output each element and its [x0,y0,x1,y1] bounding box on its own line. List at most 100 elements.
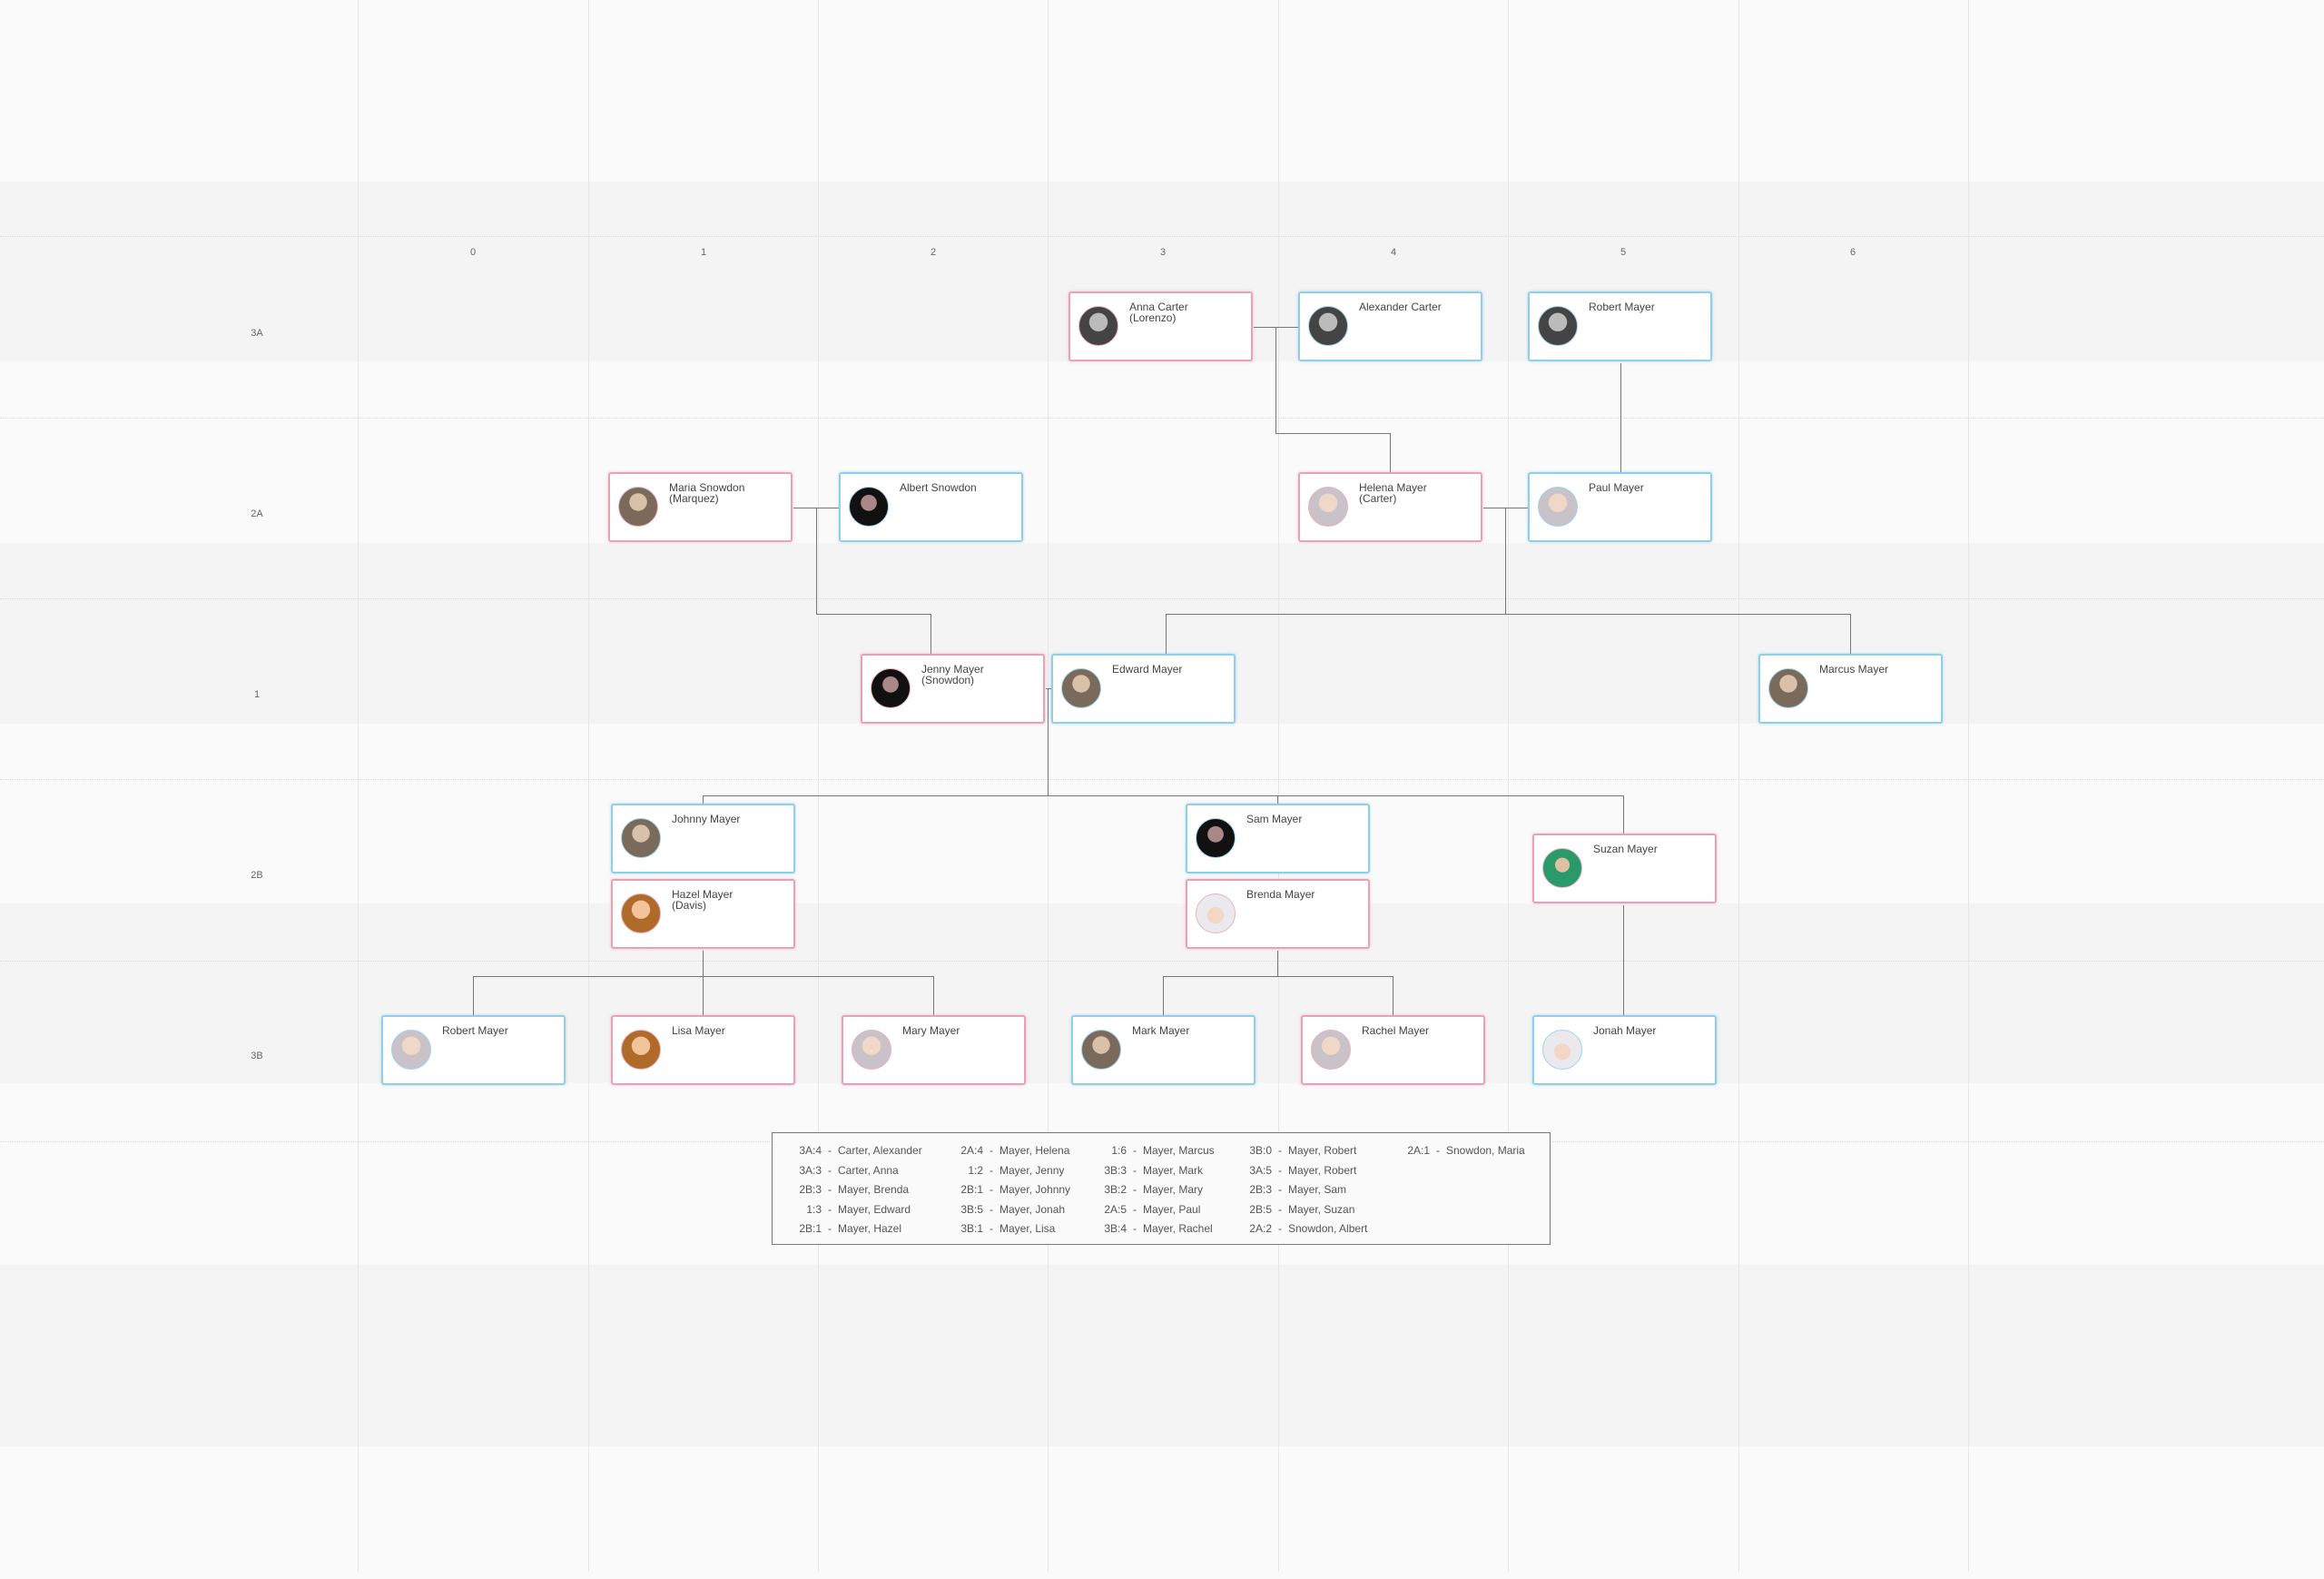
avatar [1308,306,1348,346]
column-header: 1 [700,247,707,258]
person-name: Brenda Mayer [1246,888,1315,901]
grid-line [0,236,2324,237]
person-card[interactable]: Mark Mayer [1071,1015,1256,1085]
row-header: 3A [251,328,263,339]
descent-connector [816,508,817,614]
descent-connector [703,951,704,1015]
legend-entry: 2B:1-Mayer, Hazel [799,1222,902,1235]
person-name: Marcus Mayer [1819,663,1889,676]
avatar [1308,487,1348,527]
column-header: 6 [1849,247,1856,258]
legend-entry: 2A:5-Mayer, Paul [1104,1202,1201,1216]
descent-connector [1163,976,1164,1015]
grid-line [1278,0,1279,1572]
legend-column: 3A:4-Carter, Alexander 3A:3-Carter, Anna… [785,1144,921,1242]
person-card[interactable]: Robert Mayer [381,1015,566,1085]
descent-connector [1277,951,1278,976]
person-card[interactable]: Paul Mayer [1528,472,1712,542]
person-name: Sam Mayer [1246,813,1303,825]
avatar [1196,893,1236,933]
descent-connector [1275,327,1276,433]
grid-line [0,598,2324,599]
person-name: Jonah Mayer [1593,1024,1657,1037]
row-header: 2A [251,508,263,519]
row-header: 1 [253,689,261,700]
column-header: 3 [1159,247,1167,258]
grid-line [1738,0,1739,1572]
person-card[interactable]: Brenda Mayer [1186,879,1370,949]
avatar [1078,306,1118,346]
person-name: Johnny Mayer [672,813,741,825]
person-card[interactable]: Robert Mayer [1528,291,1712,361]
person-card[interactable]: Alexander Carter [1298,291,1482,361]
avatar [1311,1030,1351,1070]
row-header: 3B [251,1051,263,1061]
legend-entry: 2B:3-Mayer, Sam [1249,1183,1347,1196]
column-header: 4 [1390,247,1397,258]
legend-entry: 1:3-Mayer, Edward [806,1202,911,1216]
legend-entry: 3B:1-Mayer, Lisa [960,1222,1056,1235]
person-card[interactable]: Sam Mayer [1186,804,1370,873]
person-card[interactable]: Jenny Mayer(Snowdon) [861,654,1045,724]
person-card[interactable]: Lisa Mayer [611,1015,795,1085]
person-card[interactable]: Albert Snowdon [839,472,1023,542]
row-header: 2B [251,870,263,881]
person-name: Suzan Mayer [1593,843,1658,855]
legend-entry: 3B:2-Mayer, Mary [1104,1183,1204,1196]
descent-connector [703,795,704,804]
row-band [0,1265,2324,1446]
avatar [852,1030,891,1070]
person-card[interactable]: Suzan Mayer [1532,834,1717,903]
legend-entry: 2B:5-Mayer, Suzan [1249,1202,1355,1216]
grid-line [588,0,589,1572]
descent-connector [703,795,1624,796]
descent-connector [1166,614,1167,654]
avatar [1081,1030,1121,1070]
avatar [871,668,911,708]
descent-connector [1850,614,1851,654]
person-card[interactable]: Johnny Mayer [611,804,795,873]
person-name: Paul Mayer [1589,481,1644,494]
descent-connector [473,976,934,977]
avatar [1538,306,1578,346]
person-name: Jenny Mayer(Snowdon) [921,663,984,686]
legend-column: 1:6-Mayer, Marcus 3B:3-Mayer, Mark 3B:2-… [1090,1144,1214,1242]
avatar [1196,818,1236,858]
legend-entry: 3B:0-Mayer, Robert [1249,1144,1357,1157]
avatar [1542,848,1582,888]
avatar [621,893,661,933]
legend-entry: 3B:5-Mayer, Jonah [960,1202,1066,1216]
descent-connector [1277,795,1278,804]
person-card[interactable]: Helena Mayer(Carter) [1298,472,1482,542]
person-name: Hazel Mayer(Davis) [672,888,734,912]
avatar [621,818,661,858]
person-card[interactable]: Jonah Mayer [1532,1015,1717,1085]
grid-line [818,0,819,1572]
legend-entry: 2A:1-Snowdon, Maria [1407,1144,1525,1157]
person-name: Maria Snowdon(Marquez) [669,481,745,505]
person-name: Robert Mayer [1589,301,1655,313]
person-name: Rachel Mayer [1362,1024,1430,1037]
person-card[interactable]: Rachel Mayer [1301,1015,1485,1085]
avatar [391,1030,431,1070]
couple-connector [1046,688,1051,689]
grid-line [358,0,359,1572]
descent-connector [1505,508,1506,614]
descent-connector [1275,433,1391,434]
legend-entry: 2B:3-Mayer, Brenda [799,1183,910,1196]
person-card[interactable]: Hazel Mayer(Davis) [611,879,795,949]
person-card[interactable]: Maria Snowdon(Marquez) [608,472,793,542]
legend-entry: 2A:2-Snowdon, Albert [1249,1222,1368,1235]
person-name: Robert Mayer [442,1024,508,1037]
legend-column: 2A:4-Mayer, Helena 1:2-Mayer, Jenny 2B:1… [947,1144,1070,1242]
legend-entry: 2A:4-Mayer, Helena [960,1144,1070,1157]
column-header: 2 [930,247,937,258]
legend-entry: 3A:5-Mayer, Robert [1249,1163,1357,1177]
person-card[interactable]: Anna Carter(Lorenzo) [1068,291,1253,361]
legend-entry: 3B:4-Mayer, Rachel [1104,1222,1213,1235]
person-card[interactable]: Edward Mayer [1051,654,1236,724]
person-card[interactable]: Marcus Mayer [1758,654,1943,724]
person-name: Albert Snowdon [900,481,977,494]
person-name: Edward Mayer [1112,663,1183,676]
person-card[interactable]: Mary Mayer [842,1015,1026,1085]
